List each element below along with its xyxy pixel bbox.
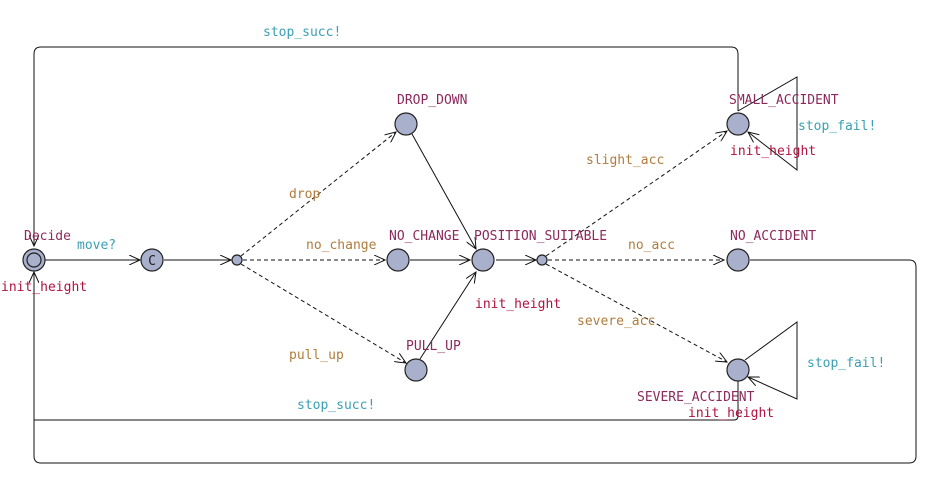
label-no-accident: NO_ACCIDENT: [730, 229, 816, 244]
invariant-small-accident: init_height: [730, 144, 816, 159]
states: C: [22, 112, 750, 382]
label-stop-fail-severe: stop_fail!: [807, 356, 885, 371]
location-names: Decide DROP_DOWN NO_CHANGE PULL_UP POSIT…: [24, 93, 839, 405]
edge-branch-to-drop-down[interactable]: [240, 132, 396, 257]
label-pull-up: PULL_UP: [406, 339, 461, 354]
state-no-change[interactable]: [386, 248, 410, 272]
label-stop-succ-bottom: stop_succ!: [297, 398, 375, 413]
label-stop-succ-top: stop_succ!: [263, 25, 341, 40]
state-committed[interactable]: C: [140, 248, 164, 272]
edge-severe-accident-self-loop[interactable]: [744, 321, 798, 400]
label-pull-up-select: pull_up: [289, 348, 344, 363]
label-decide: Decide: [24, 229, 71, 244]
edge-small-accident-to-decide[interactable]: [34, 46, 739, 246]
edge-branch2-to-severe-accident[interactable]: [545, 263, 727, 362]
invariant-position-suitable: init_height: [475, 297, 561, 312]
initial-state-marker-icon: [26, 252, 42, 268]
label-move-sync: move?: [77, 238, 116, 253]
edge-small-accident-self-loop[interactable]: [737, 76, 798, 172]
edge-no-accident-to-decide[interactable]: [34, 259, 917, 464]
invariant-severe-accident: init_height: [688, 406, 774, 421]
label-no-change-select: no_change: [306, 238, 377, 253]
invariant-decide: init_height: [1, 280, 87, 295]
state-position-suitable[interactable]: [471, 248, 495, 272]
label-small-accident: SMALL_ACCIDENT: [729, 93, 839, 108]
label-stop-fail-small: stop_fail!: [798, 119, 876, 134]
state-small-accident[interactable]: [726, 112, 750, 136]
label-position-suitable: POSITION_SUITABLE: [474, 229, 607, 244]
label-drop-select: drop: [289, 187, 320, 202]
edges: [33, 46, 917, 464]
edge-labels: move? drop no_change pull_up slight_acc …: [77, 25, 885, 413]
label-no-change: NO_CHANGE: [389, 229, 459, 244]
state-pull-up[interactable]: [404, 358, 428, 382]
branch-point-1[interactable]: [231, 254, 243, 266]
state-decide[interactable]: [22, 248, 46, 272]
label-severe-accident: SEVERE_ACCIDENT: [637, 390, 755, 405]
state-no-accident[interactable]: [726, 248, 750, 272]
edge-drop-down-to-position-suitable[interactable]: [411, 133, 476, 249]
invariants: init_height init_height init_height init…: [1, 144, 816, 421]
state-severe-accident[interactable]: [726, 358, 750, 382]
label-no-acc-select: no_acc: [628, 238, 675, 253]
branch-point-2[interactable]: [536, 254, 548, 266]
state-drop-down[interactable]: [394, 112, 418, 136]
label-slight-acc-select: slight_acc: [586, 153, 664, 168]
edge-severe-accident-to-decide[interactable]: [33, 272, 739, 421]
edge-pull-up-to-position-suitable[interactable]: [419, 272, 476, 360]
committed-marker: C: [148, 254, 156, 269]
label-severe-acc-select: severe_acc: [577, 314, 655, 329]
edge-branch2-to-small-accident[interactable]: [545, 131, 727, 257]
label-drop-down: DROP_DOWN: [397, 93, 467, 108]
